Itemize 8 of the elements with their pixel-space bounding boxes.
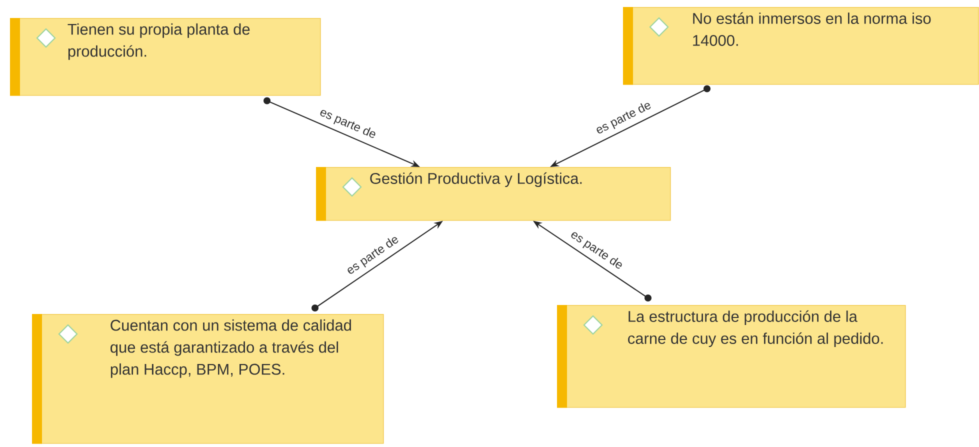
concept-box: Cuentan con un sistema de calidad que está garantizado a través del plan Haccp, BPM, POES. [32,314,384,444]
edge-label: es parte de [567,228,626,274]
edge-label: es parte de [316,106,379,142]
concept-box: Gestión Productiva y Logística. [316,167,671,221]
concept-box: La estructura de producción de la carne de cuy es en función al pedido. [557,305,906,408]
concept-box: No están inmersos en la norma iso 14000. [623,7,979,85]
edge-label: es parte de [593,98,654,138]
concept-box: Tienen su propia planta de producción. [10,18,321,96]
